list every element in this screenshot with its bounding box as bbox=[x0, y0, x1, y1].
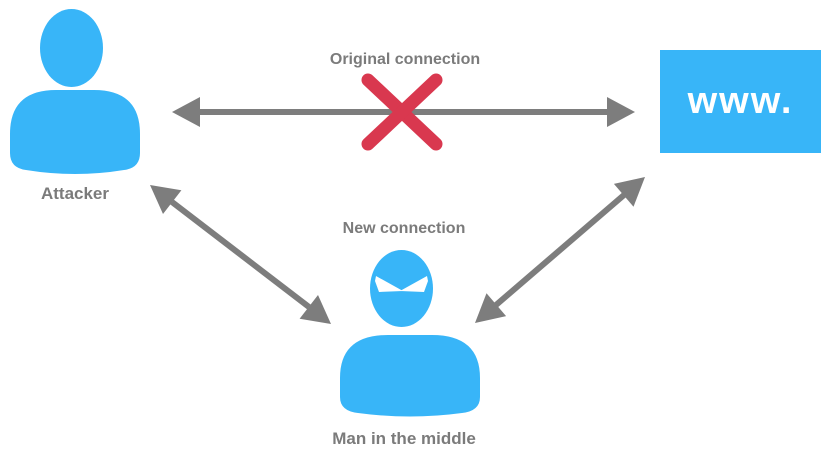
mitm-to-website-arrow bbox=[475, 177, 645, 323]
website-node: www. bbox=[660, 50, 821, 153]
attacker-to-mitm-arrow bbox=[150, 185, 331, 324]
attacker-person-icon bbox=[10, 9, 140, 174]
red-cross-icon bbox=[361, 73, 443, 151]
attacker-label: Attacker bbox=[40, 184, 110, 203]
left-eye bbox=[375, 276, 403, 292]
new-connection-label: New connection bbox=[342, 220, 466, 237]
right-eye bbox=[400, 276, 428, 292]
website-label: www. bbox=[687, 80, 794, 122]
mitm-label: Man in the middle bbox=[332, 429, 476, 448]
original-connection-label: Original connection bbox=[329, 51, 481, 68]
mitm-villain-person-icon bbox=[340, 250, 480, 417]
